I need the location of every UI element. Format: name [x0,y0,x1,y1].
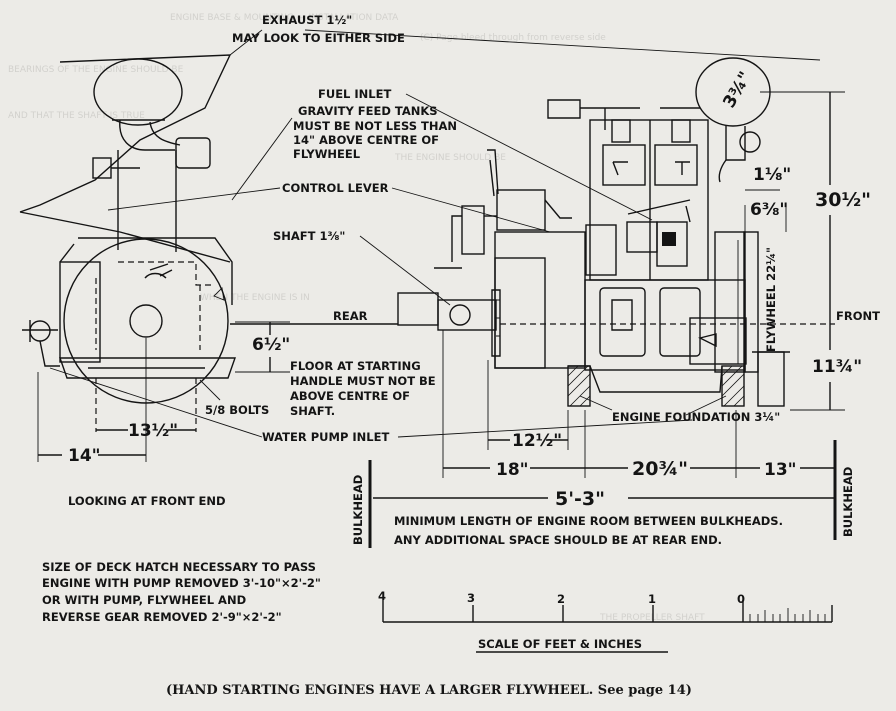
floor-note-3: ABOVE CENTRE OF [290,389,410,403]
dim-20-3-4: 20¾" [632,458,688,480]
front-view-annotations: EXHAUST 1½" MAY LOOK TO EITHER SIDE CONT… [37,13,821,508]
scale-tick-3: 3 [467,591,475,605]
dim-30-half: 30½" [815,189,871,211]
svg-text:(C) Page bleed through from re: (C) Page bleed through from reverse side [420,33,606,43]
flywheel-label: FLYWHEEL 22¼" [764,247,778,352]
exhaust-size-label: 3¾" [719,68,755,111]
exhaust-label: EXHAUST 1½" [262,13,352,27]
bulkhead-right-label: BULKHEAD [841,467,855,537]
dim-13-half: 13½" [128,421,178,441]
background-bleed: ENGINE BASE & MOUNTING — INSTALLATION DA… [8,13,705,623]
looking-at-front-end: LOOKING AT FRONT END [68,494,226,508]
shaft-label: SHAFT 1⅜" [273,229,345,243]
side-view-engine [397,57,790,407]
caption: (HAND STARTING ENGINES HAVE A LARGER FLY… [166,683,692,698]
scale-bar: 4 3 2 1 0 SCALE OF FEET & INCHES [378,589,833,653]
bolts-label: 5/8 BOLTS [205,403,269,417]
floor-note-4: SHAFT. [290,404,335,418]
front-label: FRONT [836,309,880,323]
svg-text:THE ENGINE SHOULD BE: THE ENGINE SHOULD BE [394,153,506,163]
scale-title: SCALE OF FEET & INCHES [478,637,642,651]
scale-tick-1: 1 [648,592,656,606]
dim-5-3: 5'-3" [555,488,605,510]
dim-14: 14" [68,446,101,466]
svg-text:ENGINE BASE & MOUNTING — INSTA: ENGINE BASE & MOUNTING — INSTALLATION DA… [170,13,399,23]
control-lever-label: CONTROL LEVER [282,181,389,195]
floor-note-1: FLOOR AT STARTING [290,359,421,373]
hatch-note-2: ENGINE WITH PUMP REMOVED 3'-10"×2'-2" [42,576,321,590]
rear-label: REAR [333,309,368,323]
deck-hatch-note: SIZE OF DECK HATCH NECESSARY TO PASS ENG… [42,560,321,624]
exhaust-note: MAY LOOK TO EITHER SIDE [232,31,405,45]
dim-6-3-8: 6⅜" [750,200,788,220]
gravity-note-3: 14" ABOVE CENTRE OF [293,133,439,147]
dim-13: 13" [764,460,797,480]
min-length-note-1: MINIMUM LENGTH OF ENGINE ROOM BETWEEN BU… [394,514,783,528]
fuel-inlet-label: FUEL INLET [318,87,391,101]
dim-12-half: 12½" [512,431,562,451]
dim-18: 18" [496,460,529,480]
floor-note-2: HANDLE MUST NOT BE [290,374,436,388]
gravity-note-1: GRAVITY FEED TANKS [298,104,438,118]
svg-text:WHEN THE ENGINE IS IN: WHEN THE ENGINE IS IN [200,293,310,303]
bulkhead-left-label: BULKHEAD [351,475,365,545]
engine-foundation-label: ENGINE FOUNDATION 3¼" [612,410,780,424]
scale-tick-4: 4 [378,589,386,603]
dim-1-eighth: 1⅛" [753,165,791,185]
gravity-note-4: FLYWHEEL [293,147,361,161]
dim-11-3-4: 11¾" [812,357,862,377]
scale-tick-2: 2 [557,592,565,606]
svg-text:BEARINGS OF THE ENGINE SHOULD: BEARINGS OF THE ENGINE SHOULD BE [8,65,184,75]
svg-text:THE PROPELLER SHAFT: THE PROPELLER SHAFT [599,613,705,623]
hatch-note-3: OR WITH PUMP, FLYWHEEL AND [42,593,246,607]
dim-6-half: 6½" [252,335,290,355]
side-view-annotations: FUEL INLET GRAVITY FEED TANKS MUST BE NO… [230,68,880,548]
min-length-note-2: ANY ADDITIONAL SPACE SHOULD BE AT REAR E… [394,533,722,547]
gravity-note-2: MUST BE NOT LESS THAN [293,119,457,133]
hatch-note-1: SIZE OF DECK HATCH NECESSARY TO PASS [42,560,316,574]
svg-text:AND THAT THE SHAFT IS TRUE: AND THAT THE SHAFT IS TRUE [8,111,145,121]
water-pump-inlet-label: WATER PUMP INLET [262,430,389,444]
scale-tick-0: 0 [737,592,745,606]
hatch-note-4: REVERSE GEAR REMOVED 2'-9"×2'-2" [42,610,282,624]
